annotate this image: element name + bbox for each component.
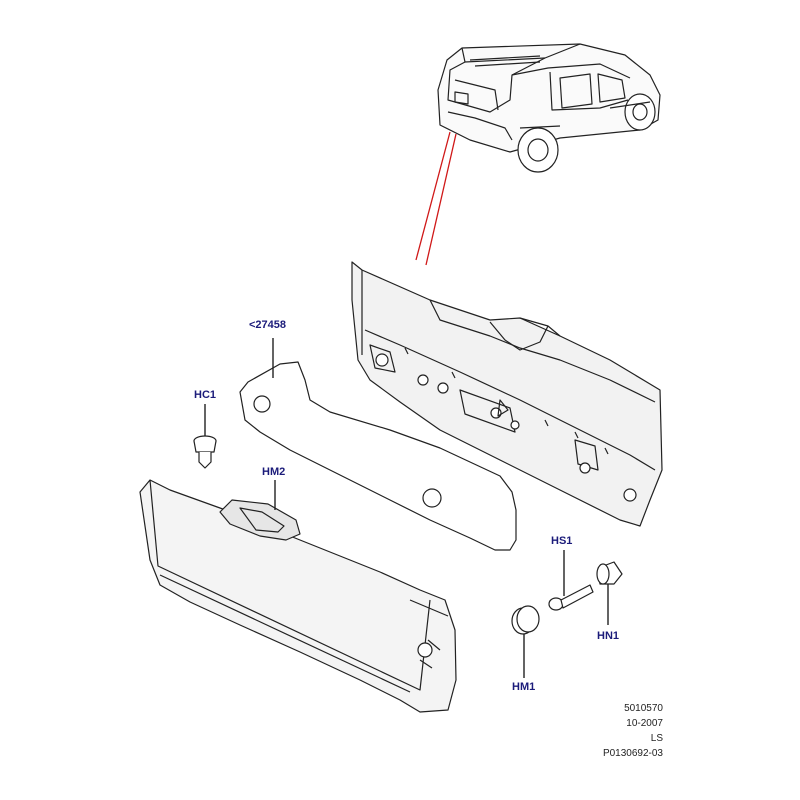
screw-fastener bbox=[548, 584, 594, 611]
callout-27458: <27458 bbox=[249, 319, 287, 331]
callout-hc1: HC1 bbox=[194, 389, 217, 401]
callout-hn1: HN1 bbox=[597, 630, 620, 642]
stamp-line-3: LS bbox=[650, 733, 663, 744]
vehicle-locator-illustration bbox=[437, 43, 661, 173]
tailgate-inner-body-panel bbox=[351, 261, 663, 527]
callout-leader-lines bbox=[204, 338, 609, 678]
sound-insulation-pad bbox=[239, 361, 517, 551]
stamp-line-2: 10-2007 bbox=[626, 718, 663, 729]
stamp-line-1: 5010570 bbox=[624, 703, 663, 714]
callout-hm2: HM2 bbox=[262, 466, 286, 478]
callout-hs1: HS1 bbox=[551, 535, 573, 547]
clip-nut bbox=[596, 561, 623, 585]
tailgate-trim-panel bbox=[139, 479, 457, 713]
location-indicator-lines bbox=[415, 131, 457, 266]
stamp-line-4: P0130692-03 bbox=[602, 748, 663, 759]
retaining-clip bbox=[193, 435, 217, 469]
callout-hm1: HM1 bbox=[512, 681, 536, 693]
cover-cap bbox=[511, 605, 540, 635]
